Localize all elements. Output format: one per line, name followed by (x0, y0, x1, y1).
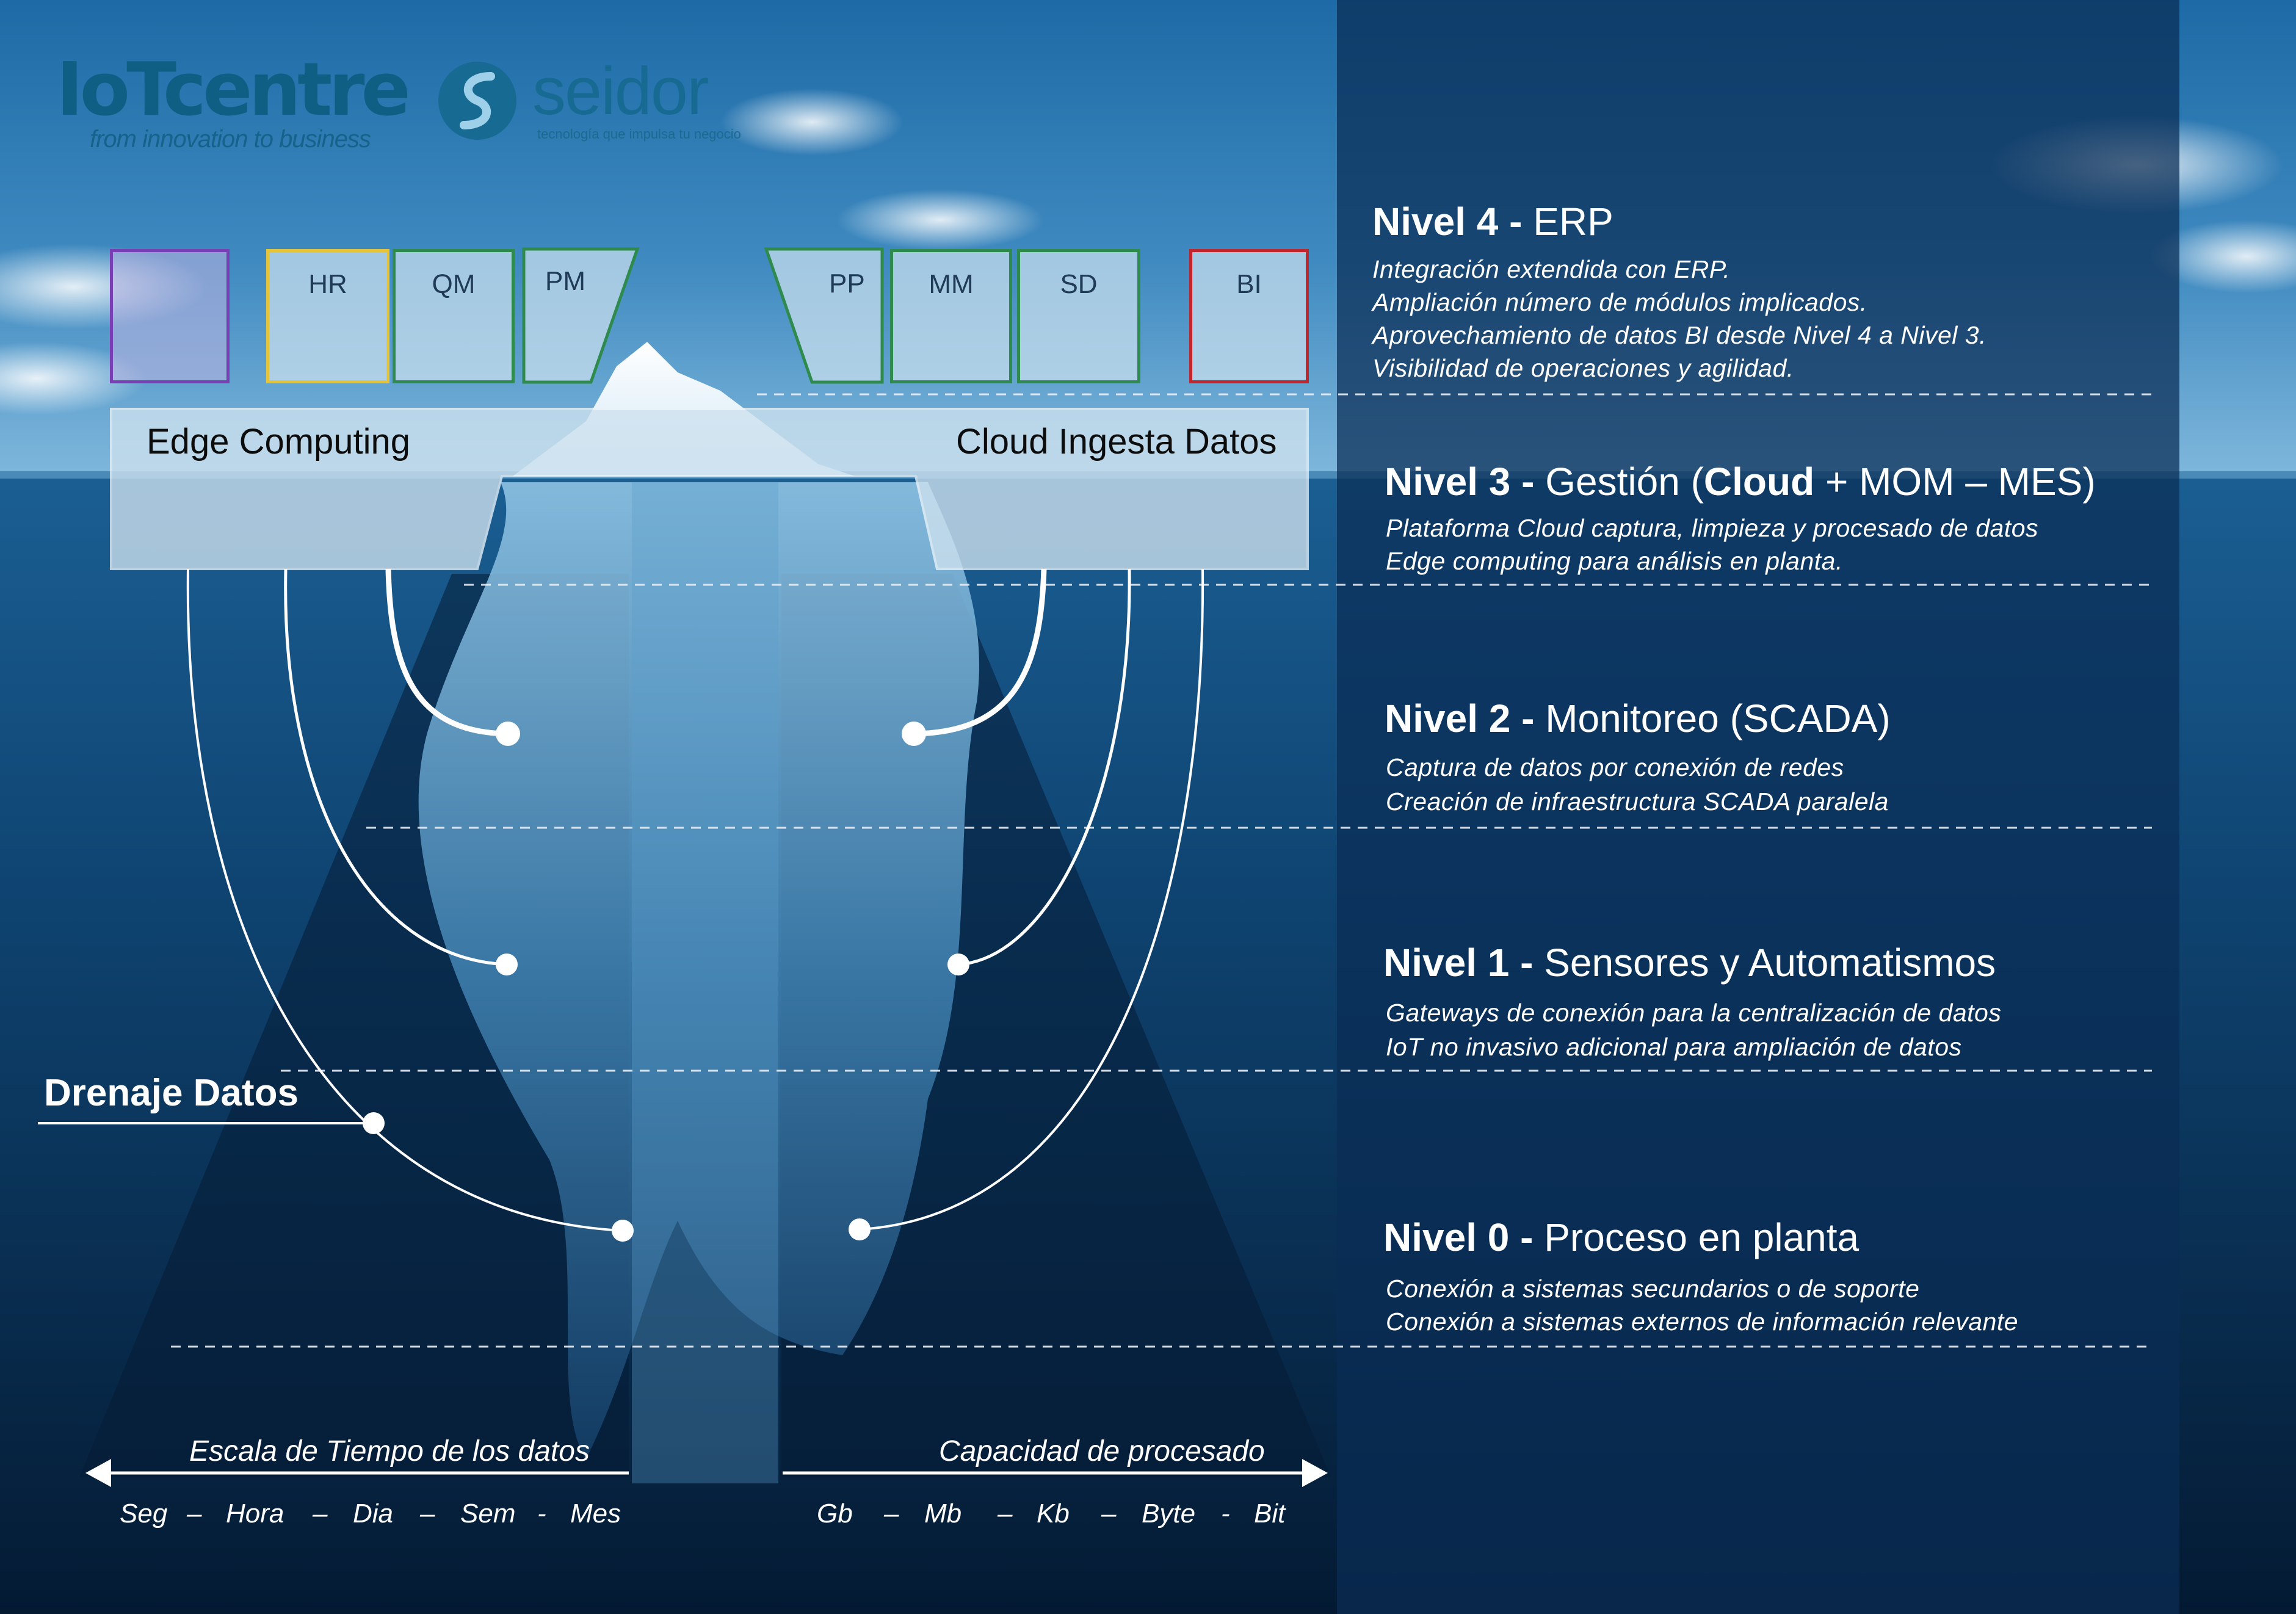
capacity-scale-item: Byte (1142, 1499, 1196, 1529)
capacity-scale-separator: – (998, 1499, 1013, 1529)
capacity-scale-item: Mb (924, 1499, 962, 1529)
level-2-title-bold: Nivel 2 - (1385, 697, 1535, 740)
edge-computing-label: Edge Computing (147, 422, 411, 461)
level-3-line: Edge computing para análisis en planta. (1386, 547, 1843, 575)
module-box-purple (110, 249, 230, 383)
level-4-line: Aprovechamiento de datos BI desde Nivel … (1372, 321, 1986, 349)
level-4-line: Integración extendida con ERP. (1372, 255, 1731, 283)
level-3-title-rest: Gestión ( (1534, 460, 1704, 504)
level-0-line: Conexión a sistemas secundarios o de sop… (1386, 1275, 1920, 1303)
time-scale-item: Dia (353, 1499, 394, 1529)
module-box-mm: MM (890, 249, 1012, 383)
module-box-hr: HR (266, 249, 389, 383)
module-label-sd: SD (1060, 269, 1098, 299)
iot-logo-tagline: from innovation to business (90, 126, 371, 153)
capacity-scale-item: Kb (1037, 1499, 1070, 1529)
module-label-mm: MM (929, 269, 974, 299)
level-3-title-bold: Nivel 3 - (1385, 460, 1535, 504)
cloud-ingesta-label: Cloud Ingesta Datos (956, 422, 1277, 461)
level-2-line: Captura de datos por conexión de redes (1386, 753, 1844, 781)
module-label-qm: QM (432, 269, 476, 299)
seidor-logo-name: seidor (532, 54, 709, 129)
time-scale-item: Mes (570, 1499, 621, 1529)
level-4-title-bold: Nivel 4 - (1372, 200, 1523, 244)
level-0-title: Nivel 0 - Proceso en planta (1383, 1215, 1859, 1260)
seidor-mark-icon (438, 62, 516, 140)
level-1-line: IoT no invasivo adicional para ampliació… (1386, 1033, 1962, 1061)
level-0-title-rest: Proceso en planta (1533, 1215, 1860, 1259)
level-2-title: Nivel 2 - Monitoreo (SCADA) (1385, 696, 1891, 741)
module-label-bi: BI (1236, 269, 1262, 299)
time-scale-separator: – (420, 1499, 435, 1529)
time-scale-separator: - (537, 1499, 546, 1529)
capacity-scale-separator: - (1221, 1499, 1230, 1529)
seidor-logo-tagline: tecnología que impulsa tu negocio (537, 126, 741, 142)
level-3-title: Nivel 3 - Gestión (Cloud + MOM – MES) (1385, 459, 2096, 504)
drenaje-datos-label: Drenaje Datos (44, 1072, 299, 1114)
seidor-logo: seidor tecnología que impulsa tu negocio (435, 58, 777, 156)
level-1-title-bold: Nivel 1 - (1383, 941, 1534, 985)
level-2-title-rest: Monitoreo (SCADA) (1534, 697, 1891, 740)
time-scale-item: Seg (120, 1499, 168, 1529)
time-scale-title: Escala de Tiempo de los datos (189, 1435, 590, 1467)
iot-centre-logo: IoTcentre from innovation to business (56, 54, 411, 157)
module-box-bi: BI (1189, 249, 1309, 383)
capacity-scale-item: Gb (817, 1499, 853, 1529)
level-2-line: Creación de infraestructura SCADA parale… (1386, 787, 1889, 816)
module-label-pm: PM (545, 266, 585, 296)
level-1-title: Nivel 1 - Sensores y Automatismos (1383, 940, 1996, 985)
level-0-title-bold: Nivel 0 - (1383, 1215, 1534, 1259)
level-4-title: Nivel 4 - ERP (1372, 199, 1613, 244)
level-4-line: Visibilidad de operaciones y agilidad. (1372, 354, 1794, 382)
module-box-qm: QM (393, 249, 515, 383)
level-0-line: Conexión a sistemas externos de informac… (1386, 1308, 2019, 1336)
time-scale-separator: – (313, 1499, 328, 1529)
time-scale-item: Hora (226, 1499, 284, 1529)
level-1-title-rest: Sensores y Automatismos (1533, 941, 1996, 985)
level-1-line: Gateways de conexión para la centralizac… (1386, 999, 2002, 1027)
capacity-scale-title: Capacidad de procesado (939, 1435, 1265, 1467)
capacity-scale-item: Bit (1254, 1499, 1286, 1529)
level-3-title-cloud: Cloud (1703, 460, 1815, 504)
module-label-hr: HR (308, 269, 347, 299)
capacity-scale-separator: – (884, 1499, 899, 1529)
level-3-line: Plataforma Cloud captura, limpieza y pro… (1386, 514, 2039, 542)
level-4-line: Ampliación número de módulos implicados. (1372, 288, 1867, 316)
level-3-title-end: + MOM – MES) (1814, 460, 2096, 504)
module-label-pp: PP (829, 269, 865, 299)
module-box-sd: SD (1017, 249, 1140, 383)
capacity-scale-separator: – (1101, 1499, 1117, 1529)
time-scale-separator: – (187, 1499, 202, 1529)
level-4-title-rest: ERP (1522, 200, 1613, 244)
iot-logo-name: IoTcentre (56, 48, 411, 132)
time-scale-item: Sem (460, 1499, 516, 1529)
